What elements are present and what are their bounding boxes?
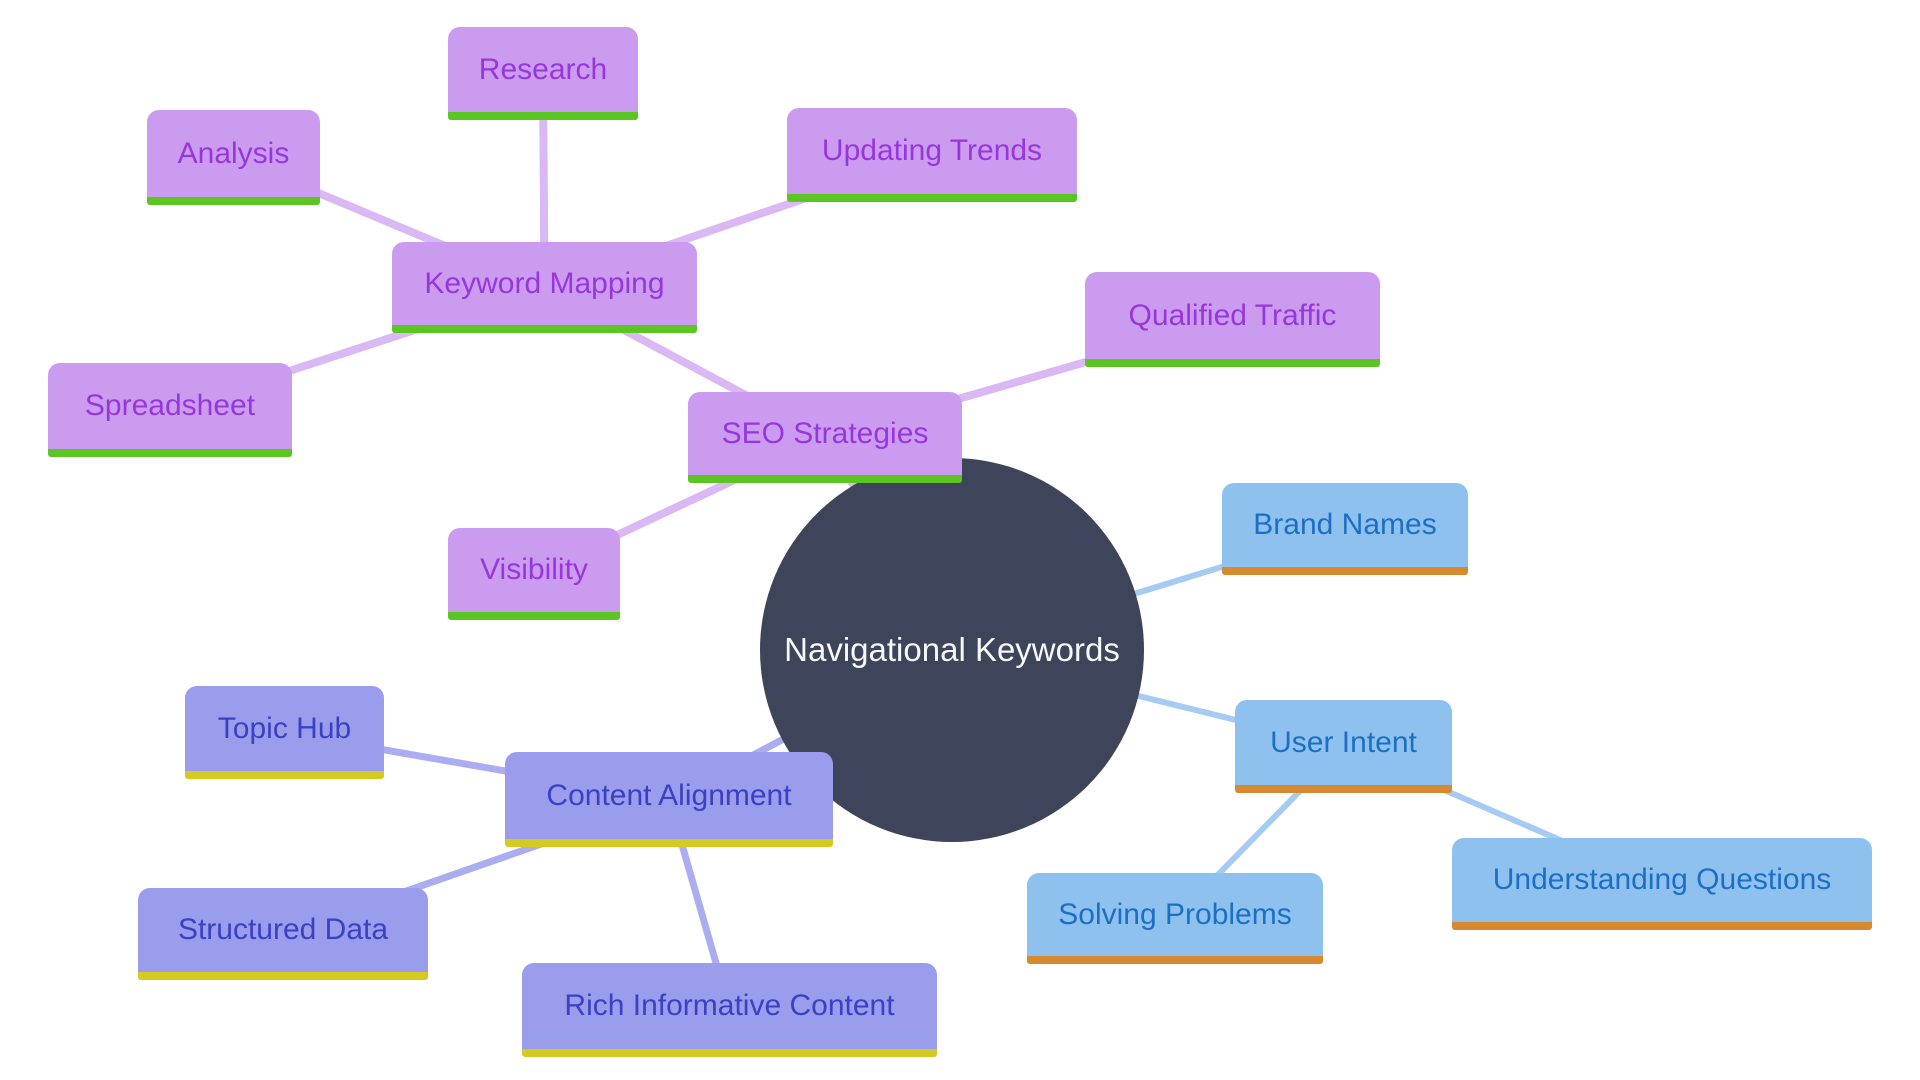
node-underline-analysis: [147, 197, 320, 205]
node-topic-hub[interactable]: Topic Hub: [185, 686, 384, 779]
node-spreadsheet[interactable]: Spreadsheet: [48, 363, 292, 457]
node-underline-content-alignment: [505, 839, 833, 847]
node-analysis[interactable]: Analysis: [147, 110, 320, 205]
node-underline-research: [448, 112, 638, 120]
node-label-keyword-mapping: Keyword Mapping: [424, 266, 665, 300]
node-rich-informative-content[interactable]: Rich Informative Content: [522, 963, 937, 1057]
node-label-content-alignment: Content Alignment: [546, 778, 792, 812]
node-visibility[interactable]: Visibility: [448, 528, 620, 620]
central-topic-label: Navigational Keywords: [784, 631, 1120, 668]
node-label-spreadsheet: Spreadsheet: [84, 389, 256, 422]
node-label-user-intent: User Intent: [1270, 725, 1417, 759]
node-label-understanding-questions: Understanding Questions: [1492, 863, 1832, 896]
node-structured-data[interactable]: Structured Data: [138, 888, 428, 980]
node-underline-structured-data: [138, 972, 428, 980]
node-label-brand-names: Brand Names: [1253, 508, 1437, 541]
node-user-intent[interactable]: User Intent: [1235, 700, 1452, 793]
node-understanding-questions[interactable]: Understanding Questions: [1452, 838, 1872, 930]
node-underline-visibility: [448, 612, 620, 620]
node-label-solving-problems: Solving Problems: [1058, 897, 1292, 931]
node-qualified-traffic[interactable]: Qualified Traffic: [1085, 272, 1380, 367]
node-underline-spreadsheet: [48, 449, 292, 457]
node-underline-topic-hub: [185, 771, 384, 779]
node-underline-qualified-traffic: [1085, 359, 1380, 367]
node-brand-names[interactable]: Brand Names: [1222, 483, 1468, 575]
node-underline-updating-trends: [787, 194, 1077, 202]
node-label-analysis: Analysis: [177, 136, 290, 170]
node-label-rich-informative-content: Rich Informative Content: [564, 989, 895, 1022]
node-underline-understanding-questions: [1452, 922, 1872, 930]
node-research[interactable]: Research: [448, 27, 638, 120]
node-underline-keyword-mapping: [392, 325, 697, 333]
node-underline-brand-names: [1222, 567, 1468, 575]
node-updating-trends[interactable]: Updating Trends: [787, 108, 1077, 202]
node-label-updating-trends: Updating Trends: [821, 134, 1043, 167]
node-underline-solving-problems: [1027, 956, 1323, 964]
node-underline-user-intent: [1235, 785, 1452, 793]
node-label-structured-data: Structured Data: [177, 913, 389, 946]
node-label-seo-strategies: SEO Strategies: [721, 416, 929, 450]
node-seo-strategies[interactable]: SEO Strategies: [688, 392, 962, 483]
node-label-visibility: Visibility: [480, 553, 588, 586]
node-keyword-mapping[interactable]: Keyword Mapping: [392, 242, 697, 333]
node-label-topic-hub: Topic Hub: [217, 711, 352, 745]
node-label-research: Research: [478, 52, 608, 86]
node-content-alignment[interactable]: Content Alignment: [505, 752, 833, 847]
node-solving-problems[interactable]: Solving Problems: [1027, 873, 1323, 964]
node-underline-rich-informative-content: [522, 1049, 937, 1057]
node-underline-seo-strategies: [688, 475, 962, 483]
node-label-qualified-traffic: Qualified Traffic: [1128, 298, 1337, 332]
